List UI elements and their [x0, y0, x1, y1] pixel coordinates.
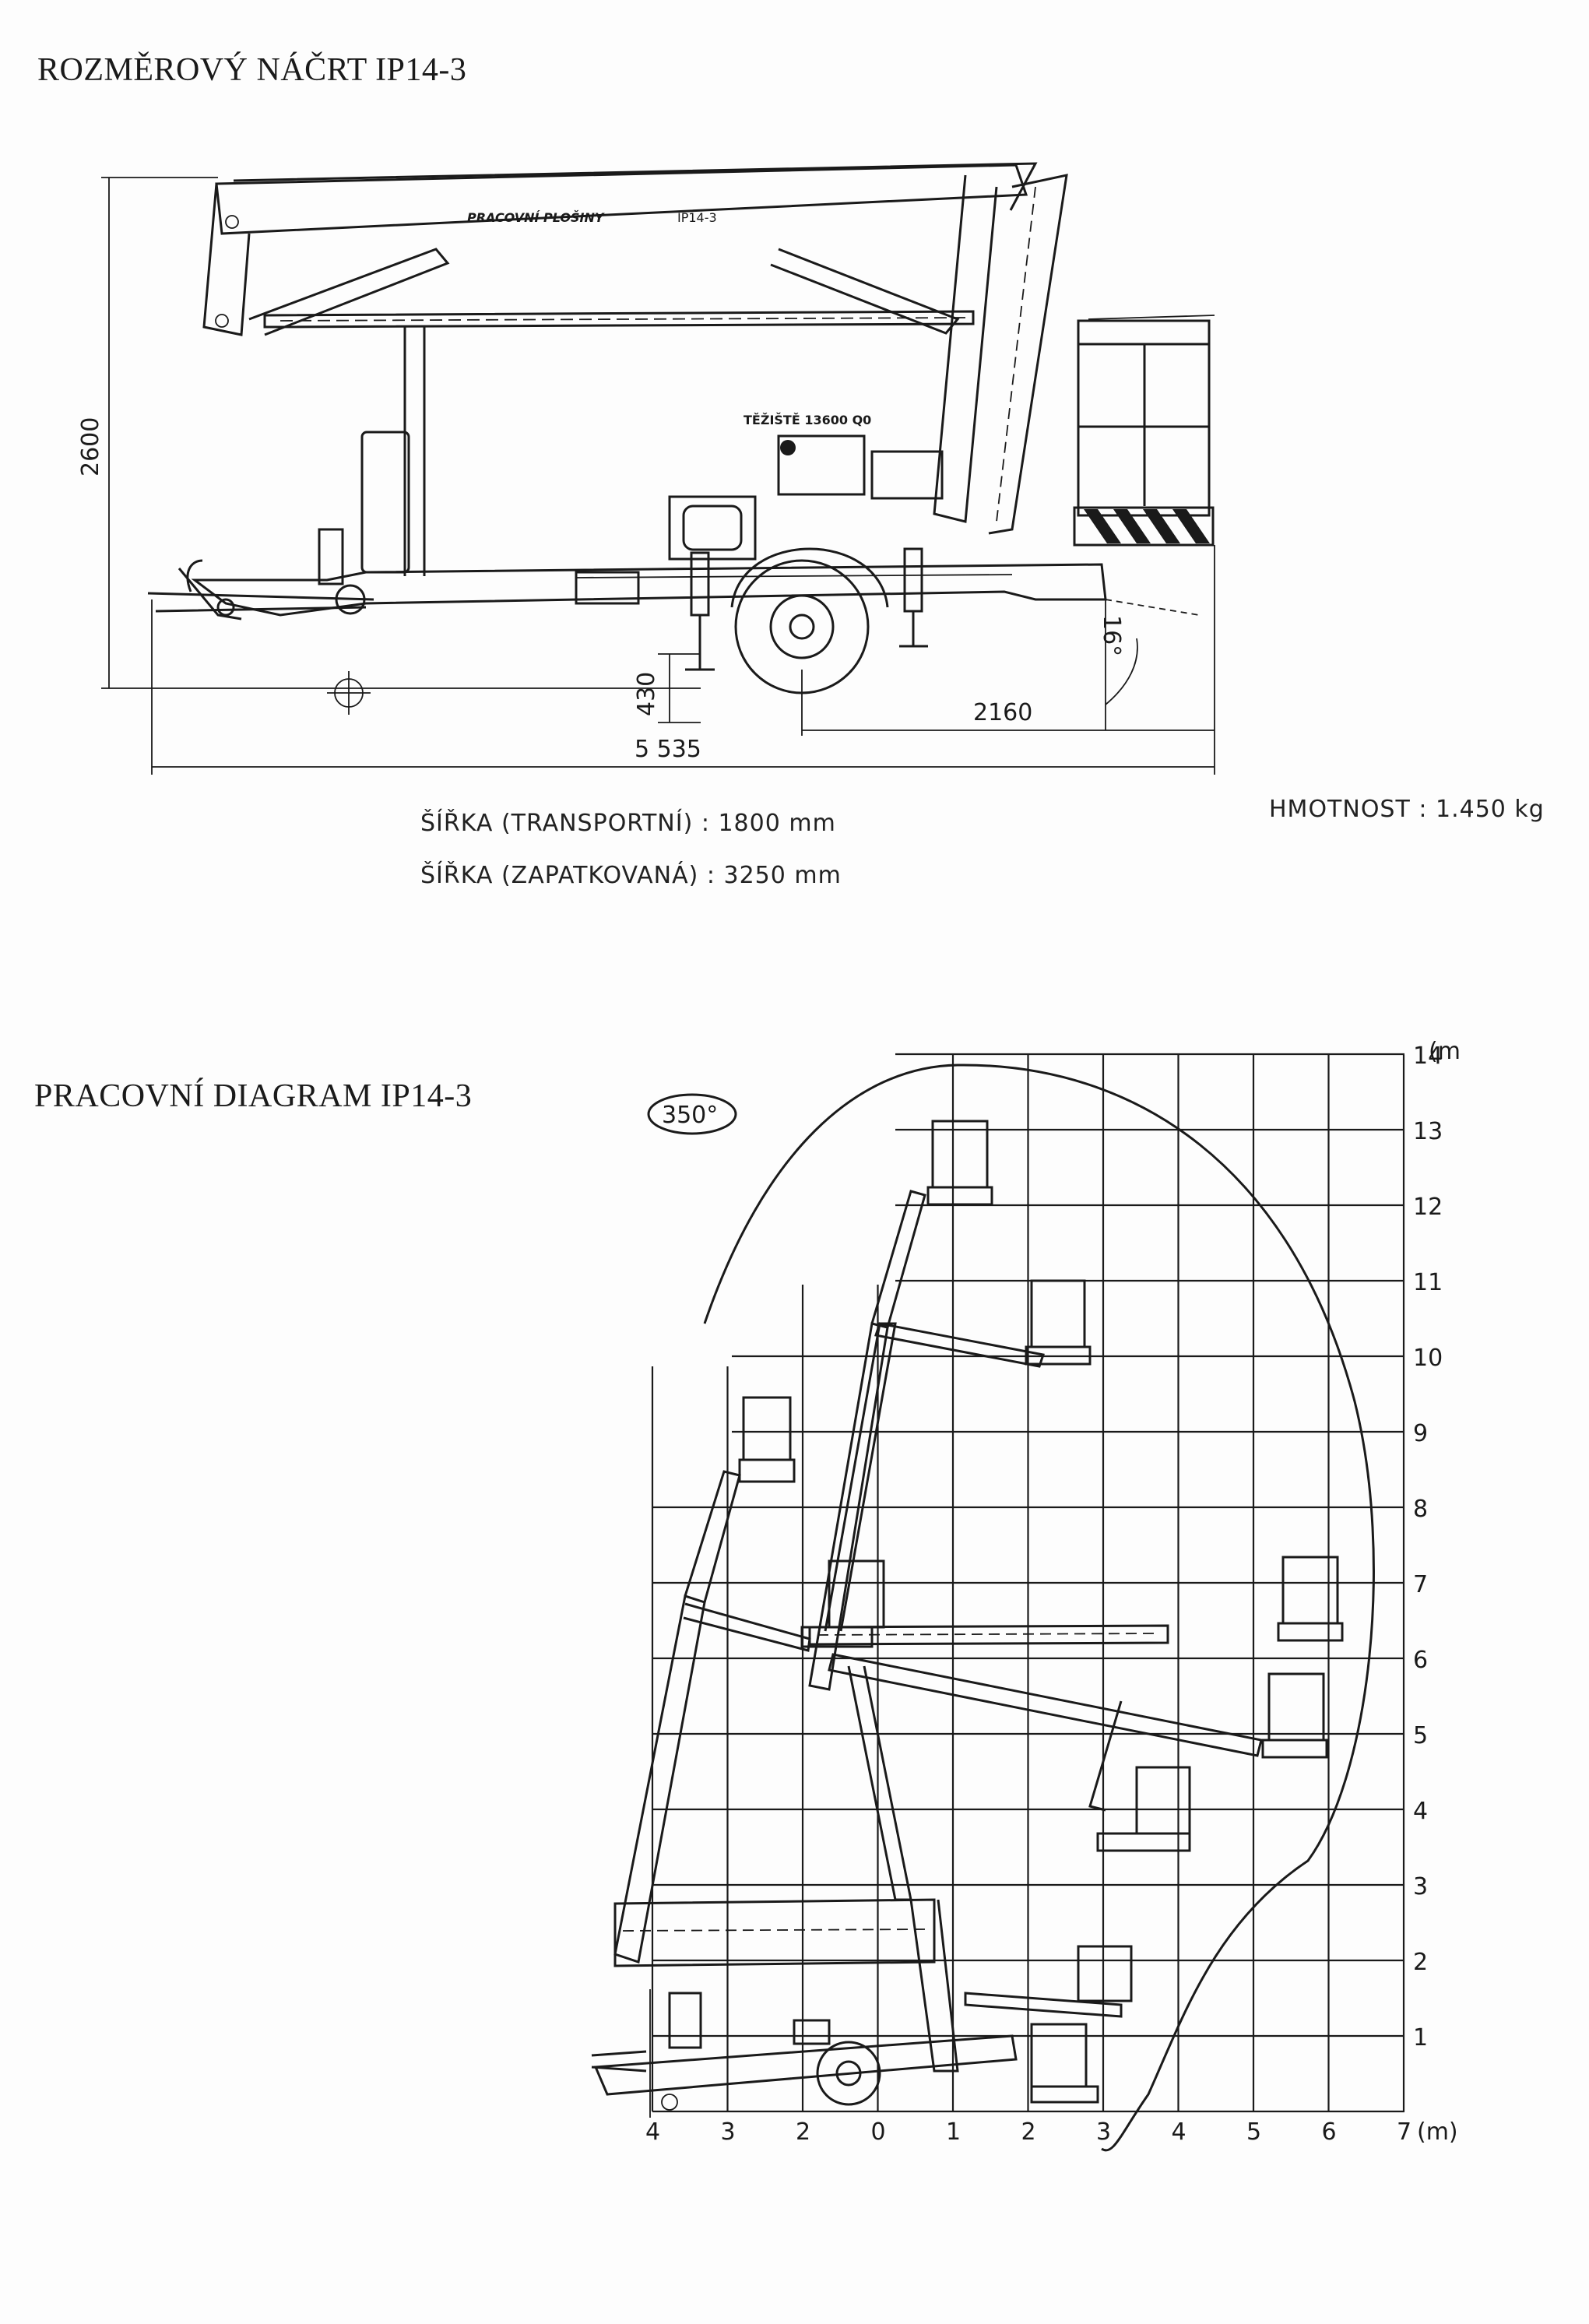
boom-position-lower: [847, 1665, 1191, 2104]
height-dimension-text: 2600: [77, 417, 104, 476]
brand-logo: PRACOVNÍ PLOŠINY: [467, 209, 605, 225]
working-envelope-curve: [703, 1064, 1375, 2152]
boom-position-steep: [613, 1396, 796, 1964]
trailer-wheel: [730, 547, 889, 694]
diagram-trailer: [591, 1989, 1018, 2118]
dimension-sketch-title: ROZMĚROVÝ NÁČRT IP14-3: [37, 52, 467, 88]
y-tick-label: 8: [1413, 1496, 1428, 1523]
boom-position-upper: [828, 1279, 1092, 1629]
x-tick-label: 4: [1172, 2118, 1186, 2146]
working-diagram-title: PRACOVNÍ DIAGRAM IP14-3: [34, 1078, 473, 1114]
x-tick-label: 6: [1322, 2118, 1337, 2146]
x-tick-label: 0: [871, 2118, 886, 2146]
x-tick-label: 1: [946, 2118, 961, 2146]
outrigger-front: [669, 551, 715, 723]
x-tick-label: 2: [1021, 2118, 1036, 2146]
outrigger-rear: [899, 547, 928, 648]
x-axis-unit: (m): [1417, 2118, 1458, 2146]
y-tick-label: 6: [1413, 1647, 1428, 1674]
y-tick-label: 14: [1413, 1042, 1443, 1070]
y-tick-label: 5: [1413, 1722, 1428, 1749]
telescopic-arm: [933, 174, 998, 523]
y-tick-label: 12: [1413, 1194, 1443, 1221]
upper-boom: [215, 163, 1028, 235]
y-tick-label: 13: [1413, 1118, 1443, 1145]
working-envelope-diagram: 350°: [591, 1038, 1461, 2152]
angle-label: 16°: [1098, 615, 1125, 656]
lower-boom: [263, 310, 975, 329]
trailer-side-view: 2600: [77, 162, 1215, 775]
work-basket: [1073, 315, 1215, 547]
y-tick-label: 7: [1413, 1571, 1428, 1598]
width-outriggers-spec: ŠÍŘKA (ZAPATKOVANÁ) : 3250 mm: [420, 862, 842, 889]
center-of-gravity-label: TĚŽIŠTĚ 13600 Q0: [744, 413, 871, 427]
y-tick-label: 9: [1413, 1420, 1428, 1447]
y-tick-label: 3: [1413, 1873, 1428, 1900]
x-tick-label: 4: [645, 2118, 660, 2146]
x-tick-label: 7: [1397, 2118, 1411, 2146]
y-tick-label: 11: [1413, 1269, 1443, 1296]
rotation-badge: [647, 1093, 737, 1135]
rotation-badge-text: 350°: [662, 1102, 718, 1129]
y-tick-label: 10: [1413, 1345, 1443, 1372]
reach-grid: [651, 1053, 1405, 2113]
chassis-frame: [191, 563, 1107, 617]
x-axis-ticks: 4 3 2 0 1 2 3 4 5 6 7: [645, 2118, 1411, 2146]
x-tick-label: 2: [796, 2118, 810, 2146]
x-tick-label: 3: [1096, 2118, 1111, 2146]
x-tick-label: 5: [1246, 2118, 1261, 2146]
total-length-text: 5 535: [635, 736, 701, 763]
engine-box: [360, 431, 410, 574]
y-axis-unit: (m: [1429, 1038, 1461, 1065]
width-transport-spec: ŠÍŘKA (TRANSPORTNÍ) : 1800 mm: [420, 810, 836, 837]
x-tick-label: 3: [721, 2118, 736, 2146]
boom-head: [202, 183, 251, 336]
clearance-text: 430: [633, 672, 660, 716]
y-tick-label: 4: [1413, 1798, 1428, 1825]
rear-length-text: 2160: [973, 699, 1032, 726]
boom-position-transport: [613, 1898, 959, 2073]
weight-spec: HMOTNOST : 1.450 kg: [1269, 796, 1545, 823]
mast: [403, 327, 426, 576]
y-tick-label: 2: [1413, 1949, 1428, 1976]
hydraulic-unit: [777, 434, 866, 496]
y-tick-label: 1: [1413, 2024, 1428, 2052]
model-label: IP14-3: [677, 210, 717, 225]
boom-position-max-height: [808, 1120, 993, 1691]
